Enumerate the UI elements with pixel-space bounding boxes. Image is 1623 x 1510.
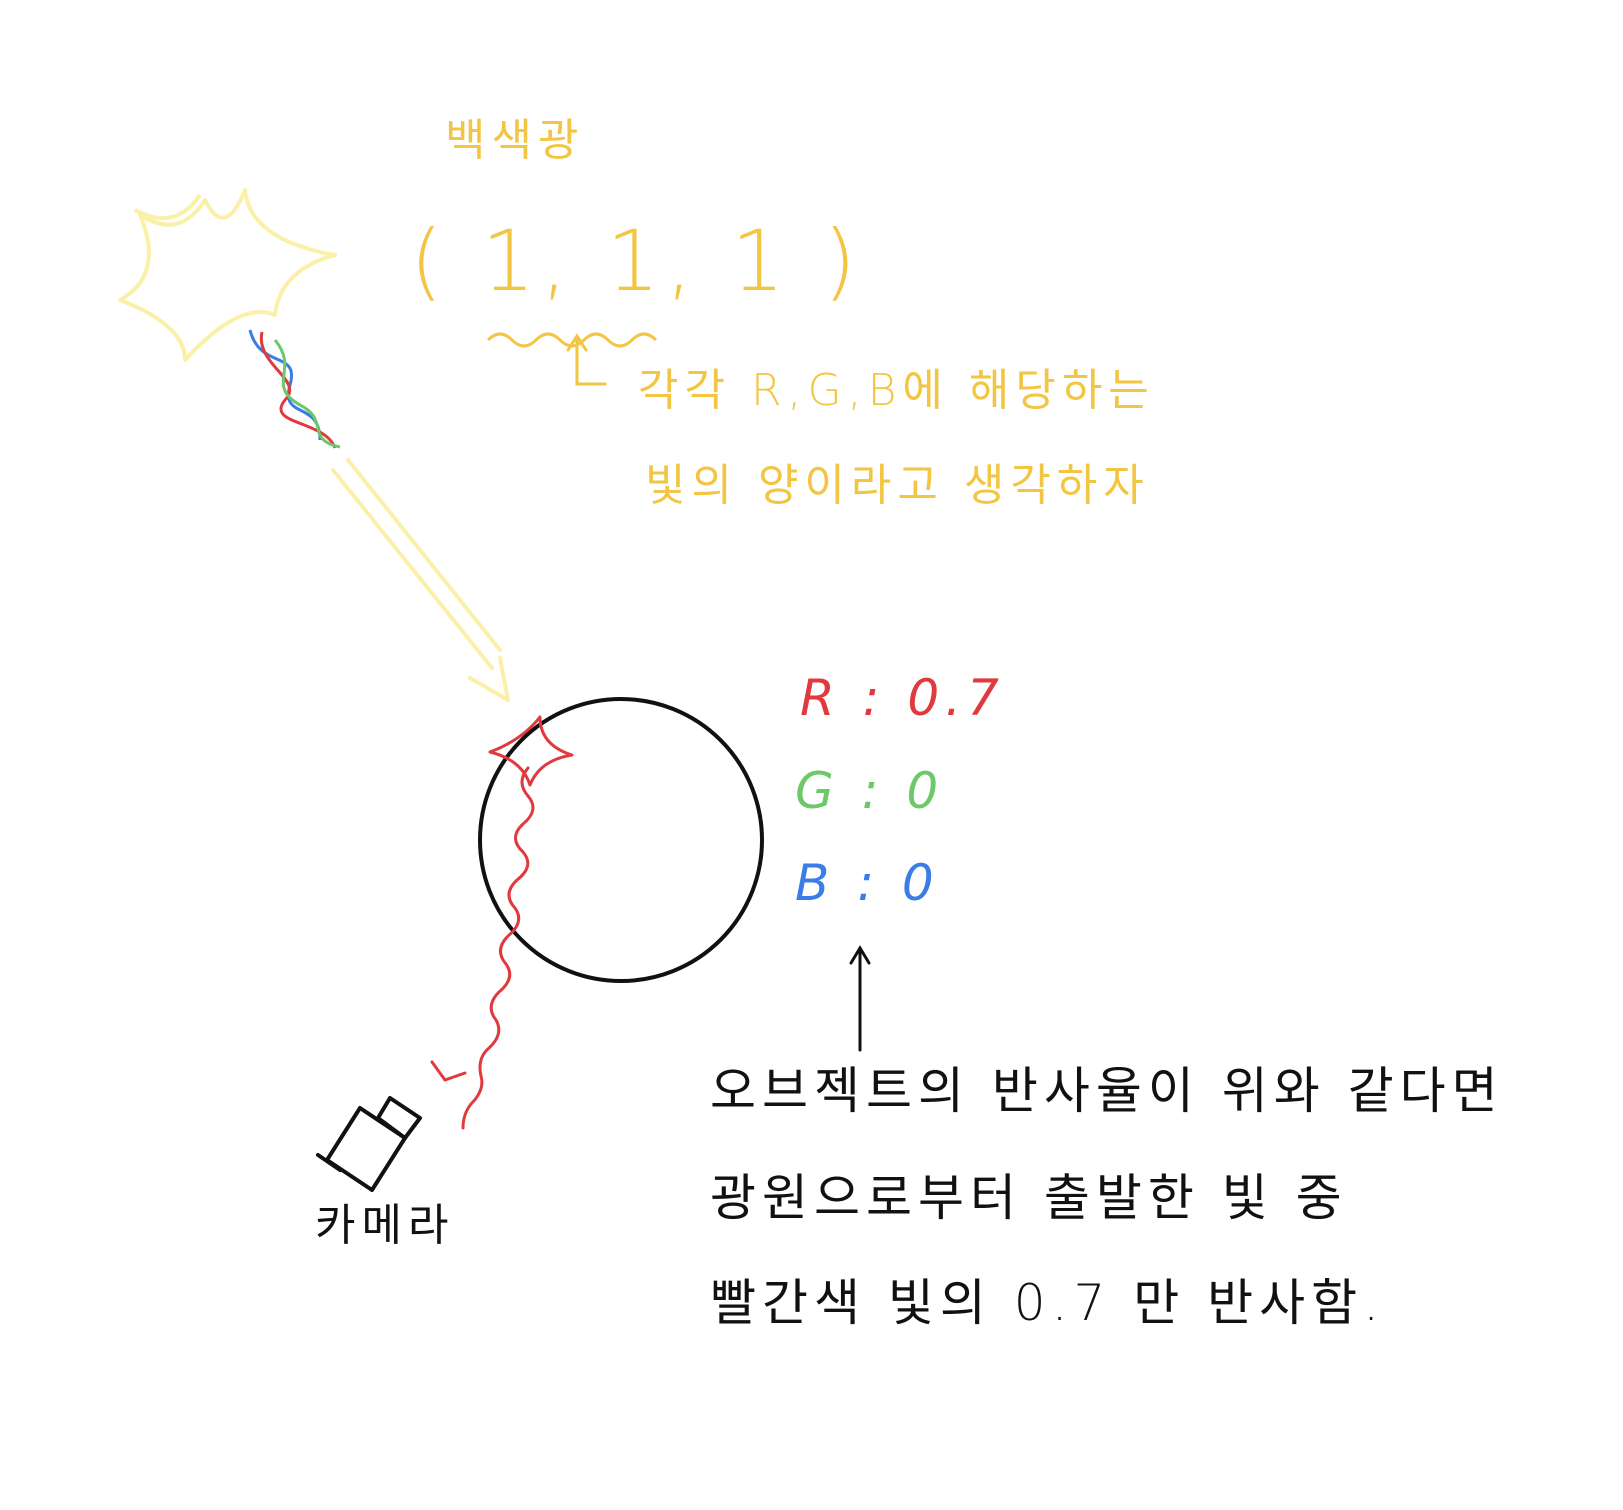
reflectance-g: G : 0 — [795, 762, 944, 820]
white-light-note-line2: 빛의 양이라고 생각하자 — [645, 460, 1150, 511]
white-light-note-line1: 각각 R,G,B에 해당하는 — [638, 365, 1155, 416]
object-circle — [478, 697, 764, 983]
reflected-red-ray — [461, 766, 535, 1130]
white-light-title: 백색광 — [445, 115, 584, 166]
explanation-line1: 오브젝트의 반사율이 위와 같다면 — [710, 1062, 1504, 1120]
white-light-vector: ( 1, 1, 1 ) — [410, 212, 862, 310]
rgb-strands — [248, 329, 341, 449]
green-strand — [273, 339, 341, 449]
camera-icon — [316, 1096, 422, 1192]
explanation-line2: 광원으로부터 출발한 빛 중 — [710, 1169, 1348, 1227]
incoming-light-arrow — [331, 458, 510, 702]
reflected-ray-arrowhead — [430, 1060, 467, 1082]
camera-label: 카메라 — [315, 1200, 454, 1251]
red-strand — [259, 331, 337, 449]
sun-icon — [118, 188, 337, 362]
pointer-arrow — [849, 945, 871, 1052]
explanation-line3: 빨간색 빛의 0.7 만 반사함. — [710, 1274, 1385, 1332]
note-pointer-arrow — [566, 333, 607, 386]
reflection-sparkle-icon — [488, 715, 574, 787]
reflectance-b: B : 0 — [795, 854, 940, 912]
reflectance-r: R : 0.7 — [800, 669, 1005, 727]
